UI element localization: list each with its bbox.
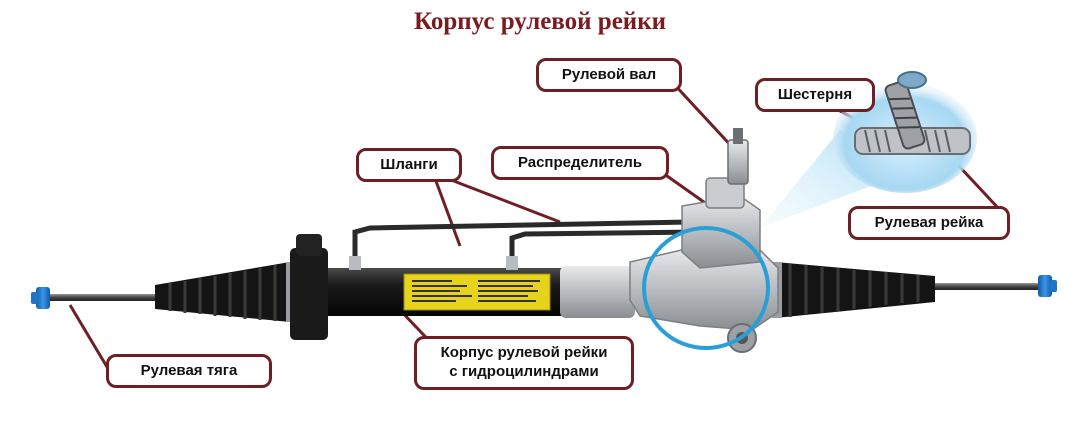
label-steering-shaft: Рулевой вал <box>536 58 682 92</box>
label-rack-housing-line1: Корпус рулевой рейки <box>440 344 608 362</box>
rack-housing-cylinder <box>290 234 635 340</box>
diagram-title: Корпус рулевой рейки <box>413 8 667 35</box>
tie-rod-left <box>31 287 158 309</box>
label-rack-housing: Корпус рулевой рейки с гидроцилиндрами <box>414 336 634 390</box>
steering-shaft <box>727 128 749 185</box>
label-rack-housing-line2: с гидроцилиндрами <box>449 363 599 380</box>
hose-fitting-left <box>349 256 361 270</box>
label-hoses: Шланги <box>356 148 462 182</box>
label-pinion: Шестерня <box>755 78 875 112</box>
hose-fitting-middle <box>506 256 518 270</box>
boot-right <box>772 262 935 318</box>
highlight-circle <box>642 226 770 350</box>
gear-housing <box>629 177 779 353</box>
tie-rod-right <box>930 275 1057 297</box>
label-rack: Рулевая рейка <box>848 206 1010 240</box>
boot-left <box>155 262 296 322</box>
label-tie-rod: Рулевая тяга <box>106 354 272 388</box>
label-valve: Распределитель <box>491 146 669 180</box>
